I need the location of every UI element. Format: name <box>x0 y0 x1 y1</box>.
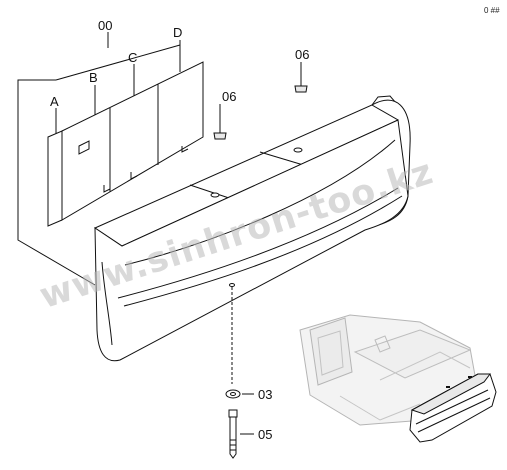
plate-b-c-d <box>61 61 204 221</box>
bolt-hole-right <box>293 147 303 153</box>
label-cap-top: 06 <box>295 47 309 62</box>
counterweight <box>93 95 411 362</box>
bottom-bolt-hole <box>229 283 235 287</box>
bolt <box>228 409 254 459</box>
counterweight-front <box>94 119 409 362</box>
label-d: D <box>173 25 182 40</box>
corner-code: 0 ## <box>484 6 500 15</box>
plate-a <box>47 130 63 227</box>
excavator-locator <box>299 314 497 443</box>
label-bolt: 05 <box>258 427 272 442</box>
label-b: B <box>89 70 98 85</box>
washer <box>225 389 254 399</box>
weight-plates <box>17 32 204 286</box>
label-washer: 03 <box>258 387 272 402</box>
label-c: C <box>128 50 137 65</box>
label-a: A <box>50 94 59 109</box>
plate-hole <box>78 140 90 155</box>
label-cap-left: 06 <box>222 89 236 104</box>
label-assembly: 00 <box>98 18 112 33</box>
cap-top <box>294 62 308 93</box>
cap-left <box>213 104 227 140</box>
bolt-hole-left <box>210 192 220 198</box>
